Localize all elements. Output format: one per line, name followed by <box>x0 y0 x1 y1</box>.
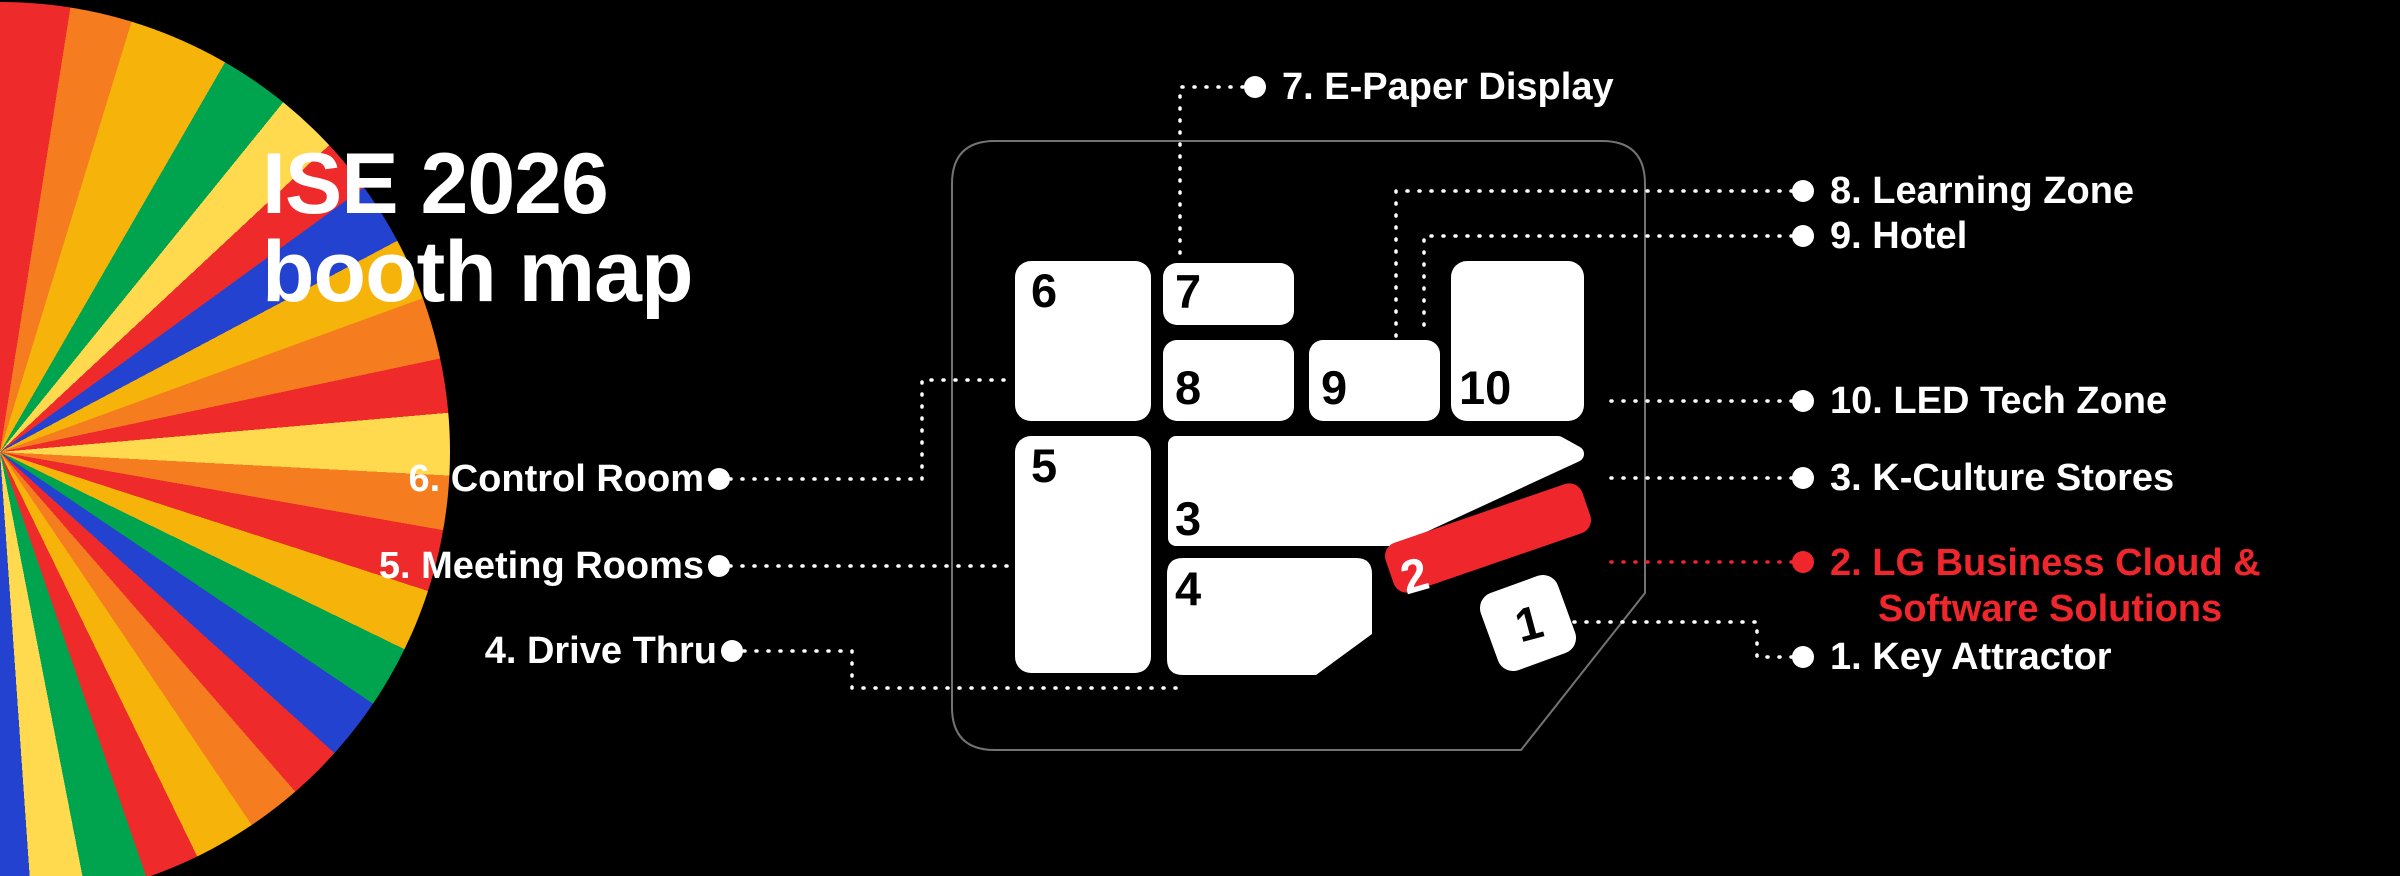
label-dot-10 <box>1792 390 1814 412</box>
leader-line-8 <box>1394 189 1794 338</box>
label-key-attractor: 1. Key Attractor <box>1830 636 2112 678</box>
label-dot-7 <box>1244 76 1266 98</box>
booth-10 <box>1451 261 1584 421</box>
booth-9 <box>1309 340 1440 421</box>
label-dot-5 <box>708 555 730 577</box>
label-led-tech-zone: 10. LED Tech Zone <box>1830 380 2168 422</box>
label-k-culture-stores: 3. K-Culture Stores <box>1830 457 2175 499</box>
label-dot-1 <box>1792 646 1814 668</box>
booth-1 <box>1479 574 1577 672</box>
booth-8 <box>1163 340 1294 421</box>
booth-6 <box>1015 261 1151 421</box>
leader-line-4 <box>742 649 1188 690</box>
booth-4 <box>1167 558 1372 675</box>
leader-line-6 <box>728 378 1016 481</box>
label-dot-8 <box>1792 180 1814 202</box>
label-lg-business-cloud: 2. LG Business Cloud & Software Solution… <box>1830 540 2261 632</box>
booth-9-number: 9 <box>1321 361 1347 414</box>
booth-4-number: 4 <box>1175 562 1201 615</box>
label-meeting-rooms: 5. Meeting Rooms <box>378 545 704 587</box>
booth-7 <box>1163 263 1294 325</box>
booth-7-number: 7 <box>1175 265 1201 318</box>
label-dot-2 <box>1792 551 1814 573</box>
booth-8-number: 8 <box>1175 361 1201 414</box>
label-drive-thru: 4. Drive Thru <box>484 630 717 672</box>
page-title: ISE 2026 booth map <box>262 140 693 316</box>
page-title-line2: booth map <box>262 224 693 320</box>
leader-line-9 <box>1422 234 1794 338</box>
page-title-line1: ISE 2026 <box>262 136 609 232</box>
booth-10-number: 10 <box>1459 361 1511 414</box>
booth-5-number: 5 <box>1031 439 1057 492</box>
booth-5 <box>1015 436 1151 673</box>
label-lg-business-cloud-line1: 2. LG Business Cloud & <box>1830 542 2261 584</box>
label-control-room: 6. Control Room <box>408 458 704 500</box>
hall-outline <box>951 140 1646 751</box>
label-dot-3 <box>1792 467 1814 489</box>
leader-line-1 <box>1572 620 1794 659</box>
label-hotel: 9. Hotel <box>1830 215 1968 257</box>
label-lg-business-cloud-line2: Software Solutions <box>1878 588 2223 630</box>
booth-3 <box>1168 436 1584 546</box>
label-dot-9 <box>1792 225 1814 247</box>
leader-line-7 <box>1178 85 1257 262</box>
booth-2 <box>1384 483 1592 593</box>
label-learning-zone: 8. Learning Zone <box>1830 170 2135 212</box>
booth-3-number: 3 <box>1175 492 1201 545</box>
booth-6-number: 6 <box>1031 264 1057 317</box>
label-dot-6 <box>708 468 730 490</box>
label-dot-4 <box>721 640 743 662</box>
label-e-paper-display: 7. E-Paper Display <box>1282 66 1614 108</box>
